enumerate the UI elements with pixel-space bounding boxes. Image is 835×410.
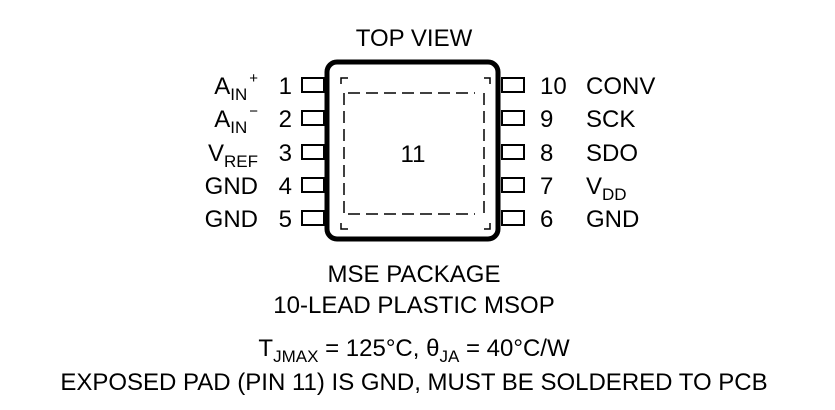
pin-lead [301,144,325,160]
pin-number: 8 [540,140,553,167]
pin-name-superscript: − [249,103,258,120]
pin-number: 1 [279,73,292,100]
ic-package-body [324,59,501,242]
pin-number: 3 [279,140,292,167]
pin-number: 2 [279,106,292,133]
thermal-spec: TJMAX = 125°C, θJA = 40°C/W [258,335,570,366]
package-name: MSE PACKAGE [328,261,501,288]
theta-value: = 40°C/W [459,335,570,362]
pin-number: 9 [540,106,553,133]
pin-number: 10 [540,73,567,100]
pin-lead [501,177,525,193]
left-pins: 1 2 3 4 5 AIN+ AIN− VREF GND GND [205,70,325,233]
pin-lead [301,77,325,93]
pin-number: 5 [279,206,292,233]
pin-name-superscript: + [249,70,258,87]
pin-lead [501,144,525,160]
pin-lead [501,210,525,226]
right-pins: 10 9 8 7 6 CONV SCK SDO VDD GND [501,73,655,233]
pin-lead [301,177,325,193]
tjmax-subscript: JMAX [273,347,318,366]
tjmax-symbol: T [258,335,273,362]
pin-number: 4 [279,173,292,200]
pin-name: AIN+ [214,70,258,104]
pin-name: GND [205,206,258,233]
theta-subscript: JA [439,347,460,366]
pin-name: AIN− [214,103,258,137]
pin-name: VREF [208,140,258,171]
pin-name: SCK [586,106,635,133]
pin-name: VDD [586,173,627,204]
exposed-pad-outline [340,77,491,230]
pin-lead [301,210,325,226]
pin-lead [501,110,525,126]
pin-name: CONV [586,73,655,100]
pin-lead [501,77,525,93]
pin-number: 7 [540,173,553,200]
pin-lead [301,110,325,126]
pin-name-subscript: DD [602,185,627,204]
pin-name: GND [586,206,639,233]
pin-name-subscript: IN [230,85,247,104]
pin-name-main: A [214,73,230,100]
exposed-pad-label: 11 [401,141,426,168]
pin-name-subscript: REF [224,152,258,171]
pin-number: 6 [540,206,553,233]
package-description: 10-LEAD PLASTIC MSOP [273,292,554,319]
theta-symbol: θ [426,335,439,362]
pin-name-main: V [208,140,224,167]
pin-name: SDO [586,140,638,167]
pin-name-main: V [586,173,602,200]
diagram-title: TOP VIEW [356,25,473,52]
tjmax-value: = 125°C, [318,335,426,362]
pin-name-subscript: IN [230,118,247,137]
pin-name-main: A [214,106,230,133]
pin-name: GND [205,173,258,200]
exposed-pad-note: EXPOSED PAD (PIN 11) IS GND, MUST BE SOL… [60,369,767,396]
